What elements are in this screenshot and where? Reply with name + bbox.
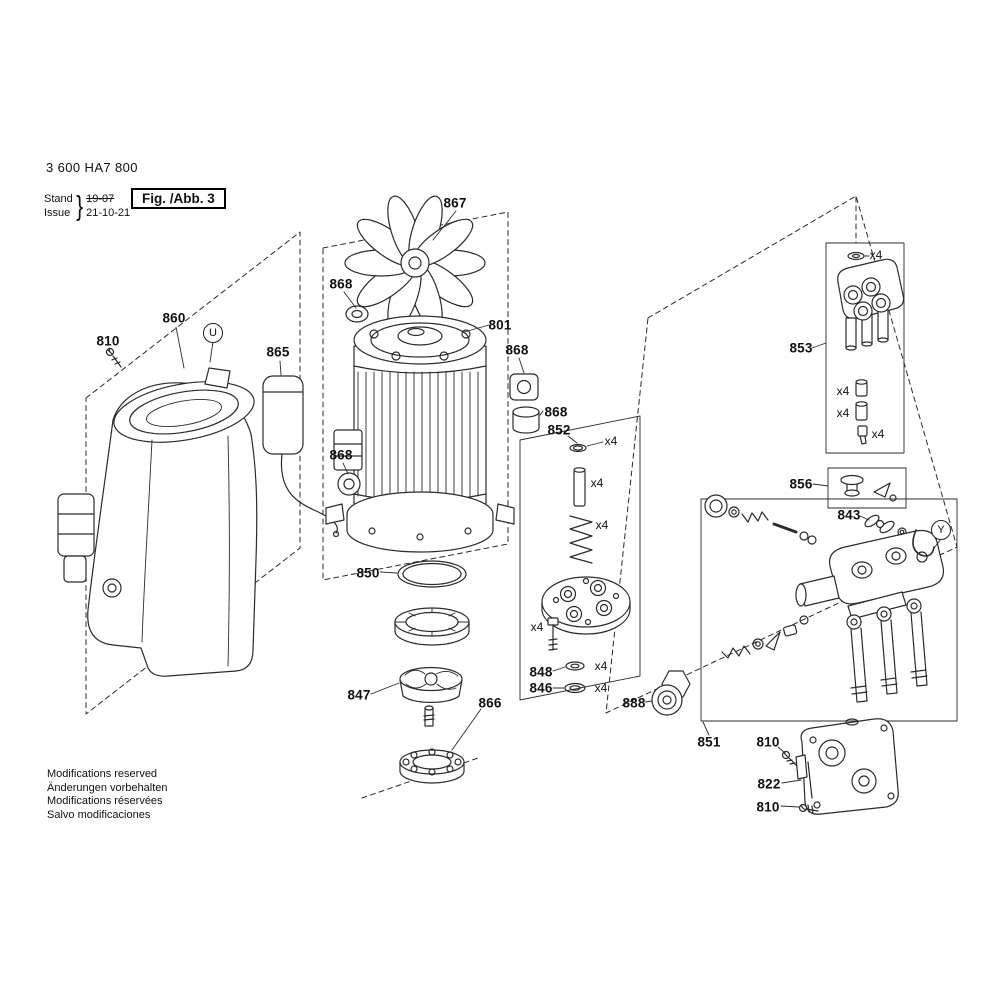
o-ring-850 bbox=[397, 560, 467, 588]
part-label-868-4: 868 bbox=[329, 447, 353, 463]
grommet-868-top bbox=[345, 305, 369, 323]
footer-line-de: Änderungen vorbehalten bbox=[47, 781, 168, 794]
part-label-847: 847 bbox=[347, 687, 371, 703]
part-label-867: 867 bbox=[443, 195, 467, 211]
part-label-851: 851 bbox=[697, 734, 721, 750]
figure-label: Fig. /Abb. 3 bbox=[131, 188, 226, 209]
part-label-822: 822 bbox=[757, 776, 781, 792]
pump-housing-822 bbox=[795, 718, 899, 815]
issue-label: Issue bbox=[44, 207, 71, 219]
part-label-868-3: 868 bbox=[544, 404, 568, 420]
part-label-810-1: 810 bbox=[96, 333, 120, 349]
footer-line-fr: Modifications réservées bbox=[47, 795, 163, 807]
assembly-frames bbox=[519, 242, 958, 722]
frame-856 bbox=[827, 467, 907, 509]
revision-block: Stand Issue } 19-07 21-10-21 bbox=[44, 190, 130, 222]
footer-line-en: Modifications reserved bbox=[47, 768, 158, 780]
part-label-866: 866 bbox=[478, 695, 502, 711]
bolts-851 bbox=[846, 598, 928, 703]
part-label-868-1: 868 bbox=[329, 276, 353, 292]
part-label-848: 848 bbox=[529, 664, 553, 680]
document-number: 3 600 HA7 800 bbox=[46, 160, 138, 175]
qty-annotation-5: x4 bbox=[604, 434, 618, 448]
part-label-852: 852 bbox=[547, 422, 571, 438]
reference-circle-y: Y bbox=[931, 520, 951, 540]
valve-kit-852 bbox=[541, 443, 631, 694]
part-label-846: 846 bbox=[529, 680, 553, 696]
coupler-888 bbox=[651, 670, 691, 716]
stand-label: Stand bbox=[44, 193, 73, 205]
part-label-888: 888 bbox=[622, 695, 646, 711]
retainer-clip-y bbox=[912, 529, 935, 557]
tank-handle bbox=[204, 367, 231, 389]
part-label-865: 865 bbox=[266, 344, 290, 360]
part-label-843: 843 bbox=[837, 507, 861, 523]
qty-annotation-6: x4 bbox=[590, 476, 604, 490]
screw-810-upper bbox=[781, 750, 798, 767]
frame-852 bbox=[519, 415, 641, 701]
qty-annotation-10: x4 bbox=[594, 681, 608, 695]
water-tank-860 bbox=[57, 367, 258, 677]
part-label-860: 860 bbox=[162, 310, 186, 326]
bearing-866 bbox=[399, 748, 465, 784]
screw-810-tank bbox=[105, 347, 122, 368]
screw-810-lower bbox=[798, 803, 819, 814]
cylinder-head-853 bbox=[837, 251, 905, 445]
impeller-847 bbox=[399, 666, 463, 727]
qty-annotation-7: x4 bbox=[595, 518, 609, 532]
pump-head bbox=[795, 529, 945, 620]
grommet-868-right-lower bbox=[512, 406, 540, 434]
grommet-868-left-lower bbox=[337, 472, 361, 496]
qty-annotation-2: x4 bbox=[836, 384, 850, 398]
footer-line-es: Salvo modificaciones bbox=[47, 808, 151, 821]
part-label-810-2: 810 bbox=[756, 734, 780, 750]
revision-brace: } bbox=[75, 190, 83, 221]
part-label-801: 801 bbox=[488, 317, 512, 333]
seal-kit-856 bbox=[840, 474, 897, 502]
coupler-row-851 bbox=[704, 494, 817, 545]
part-label-856: 856 bbox=[789, 476, 813, 492]
part-label-868-2: 868 bbox=[505, 342, 529, 358]
qty-annotation-8: x4 bbox=[530, 620, 544, 634]
motor-801 bbox=[325, 315, 515, 553]
part-label-810-3: 810 bbox=[756, 799, 780, 815]
part-label-850: 850 bbox=[356, 565, 380, 581]
valve-row-851 bbox=[721, 615, 809, 659]
qty-annotation-3: x4 bbox=[836, 406, 850, 420]
qty-annotation-9: x4 bbox=[594, 659, 608, 673]
seal-ring bbox=[394, 607, 470, 646]
part-label-853: 853 bbox=[789, 340, 813, 356]
issue-value: 21-10-21 bbox=[86, 207, 131, 219]
reference-circle-u: U bbox=[203, 323, 223, 343]
qty-annotation-1: x4 bbox=[869, 248, 883, 262]
leader-lines bbox=[108, 210, 942, 808]
stand-value: 19-07 bbox=[86, 193, 115, 205]
qty-annotation-4: x4 bbox=[871, 427, 885, 441]
capacitor-865 bbox=[262, 375, 340, 538]
frame-851 bbox=[700, 498, 958, 722]
frame-853 bbox=[825, 242, 905, 454]
grommet-868-right-upper bbox=[509, 373, 539, 401]
footer-notes: Modifications reserved Änderungen vorbeh… bbox=[47, 768, 167, 822]
